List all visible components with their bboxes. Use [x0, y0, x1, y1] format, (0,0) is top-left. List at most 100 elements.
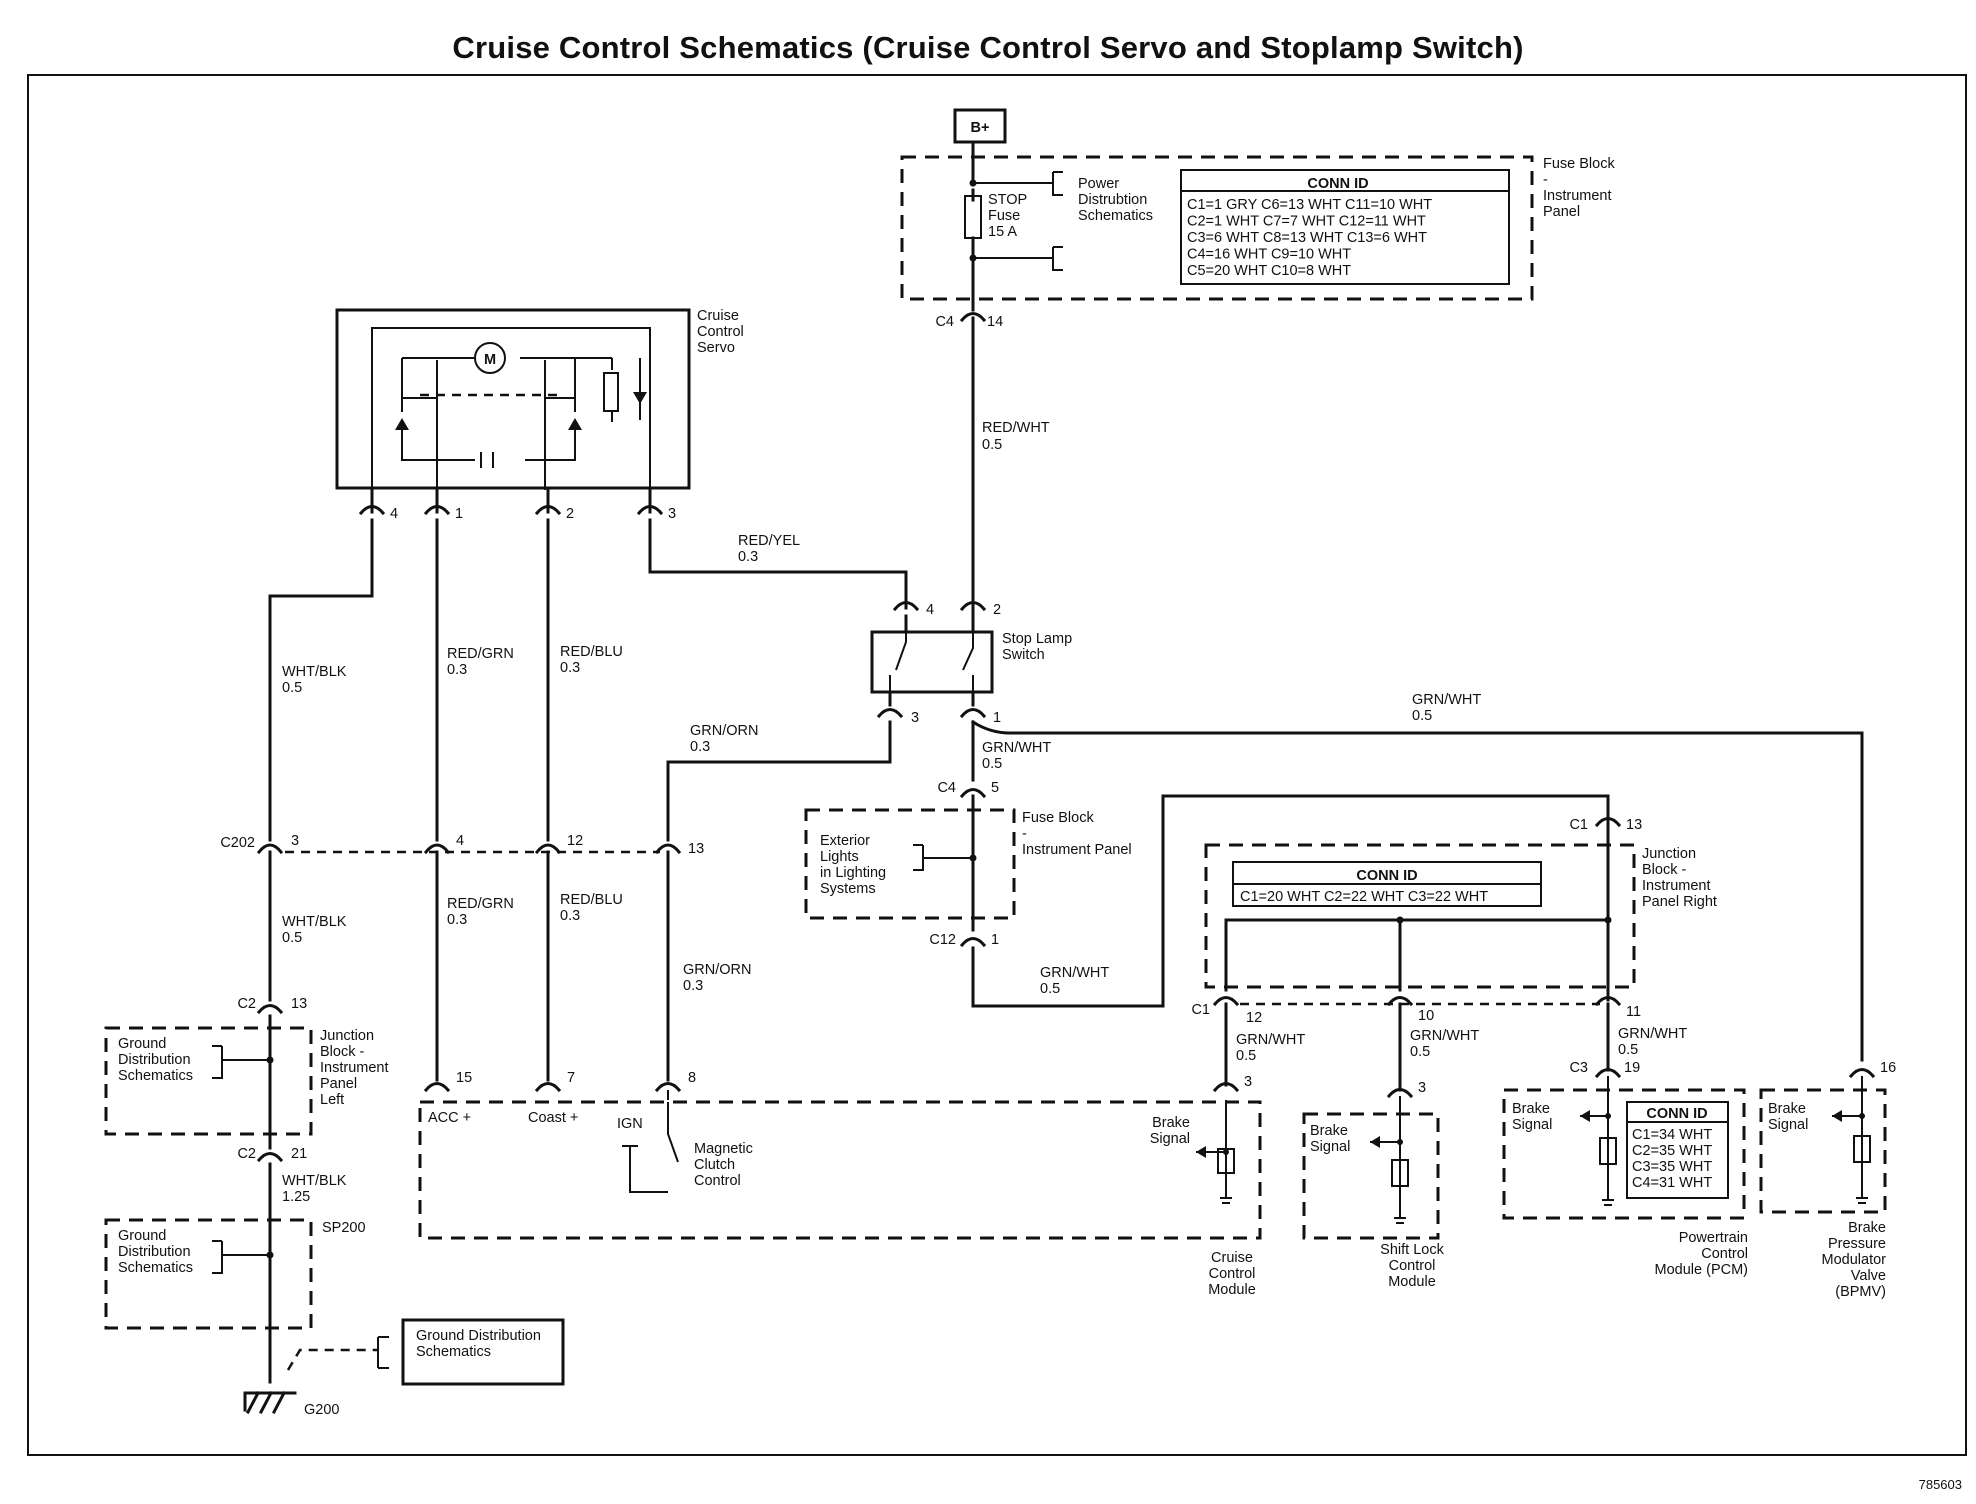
ground-box-bracket	[377, 1336, 389, 1369]
conn-id-row: C4=31 WHT	[1632, 1175, 1712, 1191]
pin-label: 3	[668, 506, 676, 522]
conn-id-row: C2=1 WHT C7=7 WHT C12=11 WHT	[1187, 214, 1426, 230]
conn-id-table-top	[1180, 169, 1510, 285]
splice-dot	[1396, 916, 1404, 924]
pin-label: 5	[991, 780, 999, 796]
ground-dist-bracket	[212, 1045, 270, 1079]
wire-gauge-label: 0.3	[560, 908, 580, 924]
battery-box	[953, 108, 1007, 144]
connector-label: C2	[237, 996, 256, 1012]
power-distribution-bracket	[973, 171, 1063, 196]
conn-id-row: C4=16 WHT C9=10 WHT	[1187, 247, 1351, 263]
wire-color-label: GRN/WHT	[1236, 1032, 1305, 1048]
conn-id-table-pcm	[1626, 1101, 1729, 1199]
shift-lock-module-box	[1302, 1112, 1440, 1240]
ground-dist-bracket	[212, 1240, 270, 1274]
ign-label: IGN	[617, 1116, 643, 1132]
grn-wht-fuse-block	[971, 794, 1610, 1008]
wire-gauge-label: 0.5	[982, 756, 1002, 772]
pin-label: 19	[1624, 1060, 1640, 1076]
connector-hooks	[256, 1004, 682, 1163]
fuse-tap-bracket	[973, 246, 1063, 271]
servo-outer-box	[335, 308, 691, 490]
wire-gauge-label: 0.5	[1410, 1044, 1430, 1060]
coast-label: Coast +	[528, 1110, 578, 1126]
pcm-brake-signal	[1580, 1076, 1617, 1206]
ground-distribution-box	[401, 1318, 565, 1386]
bpmv-brake-signal	[1832, 1076, 1871, 1204]
wire-gauge-label: 0.5	[1618, 1042, 1638, 1058]
servo-motor	[474, 342, 506, 374]
conn-id-row: C3=6 WHT C8=13 WHT C13=6 WHT	[1187, 230, 1427, 246]
stop-lamp-switch-contacts	[889, 632, 974, 692]
servo-diode	[568, 418, 582, 430]
conn-id-row: C1=1 GRY C6=13 WHT C11=10 WHT	[1187, 197, 1432, 213]
connector-hooks	[358, 312, 987, 516]
pin-label: 12	[1246, 1010, 1262, 1026]
connector-label: C4	[935, 314, 954, 330]
pin-label: 3	[911, 710, 919, 726]
wire-color-label: GRN/ORN	[690, 723, 758, 739]
wire-color-label: RED/BLU	[560, 892, 623, 908]
connector-hooks	[1212, 817, 1622, 1007]
cruise-control-module-box	[418, 1100, 1262, 1240]
wire-color-label: GRN/WHT	[1618, 1026, 1687, 1042]
wire-gauge-label: 0.5	[1236, 1048, 1256, 1064]
sp200-block	[104, 1218, 313, 1330]
wire-gauge-label: 0.3	[738, 549, 758, 565]
shift-lock-brake-signal	[1370, 1096, 1409, 1224]
conn-id-title: CONN ID	[1356, 868, 1417, 884]
wire-color-label: GRN/WHT	[1040, 965, 1109, 981]
pin-label: 12	[567, 833, 583, 849]
splice-dot	[1859, 1113, 1865, 1119]
fuse-block-top	[900, 155, 1534, 301]
wire-gauge-label: 0.3	[690, 739, 710, 755]
servo-solenoid	[603, 372, 619, 412]
conn-id-title: CONN ID	[1307, 176, 1368, 192]
ground-dist-dashed-link	[286, 1348, 378, 1371]
wire-color-label: RED/BLU	[560, 644, 623, 660]
stoplamp-wire-3	[666, 690, 892, 842]
splice-dot	[1223, 1149, 1229, 1155]
diagram-border	[27, 74, 1967, 1456]
pin-label: 21	[291, 1146, 307, 1162]
arrow-icon	[1580, 1110, 1590, 1122]
page-title: Cruise Control Schematics (Cruise Contro…	[452, 30, 1524, 65]
junction-right-bus	[1224, 823, 1610, 1002]
wire-gauge-label: 0.5	[1412, 708, 1432, 724]
wire-gauge-label: 0.3	[683, 978, 703, 994]
pin-label: 16	[1880, 1060, 1896, 1076]
splice-dot	[1605, 1113, 1611, 1119]
wire-color-label: RED/WHT	[982, 420, 1050, 436]
connector-label: C1	[1569, 817, 1588, 833]
conn-id-row: C3=35 WHT	[1632, 1159, 1712, 1175]
pin-label: 4	[926, 602, 934, 618]
connector-label: C1	[1191, 1002, 1210, 1018]
connector-hooks	[959, 788, 987, 948]
wire-color-label: GRN/ORN	[683, 962, 751, 978]
ground-symbol	[243, 1390, 297, 1415]
fuse-splice-dot	[969, 254, 977, 262]
wire-color-label: RED/GRN	[447, 896, 514, 912]
wire-color-label: RED/GRN	[447, 646, 514, 662]
splice-dot	[266, 1056, 274, 1064]
servo-diode	[633, 392, 647, 404]
arrow-icon	[1832, 1110, 1842, 1122]
fuse-block-mid-dot	[969, 854, 977, 862]
